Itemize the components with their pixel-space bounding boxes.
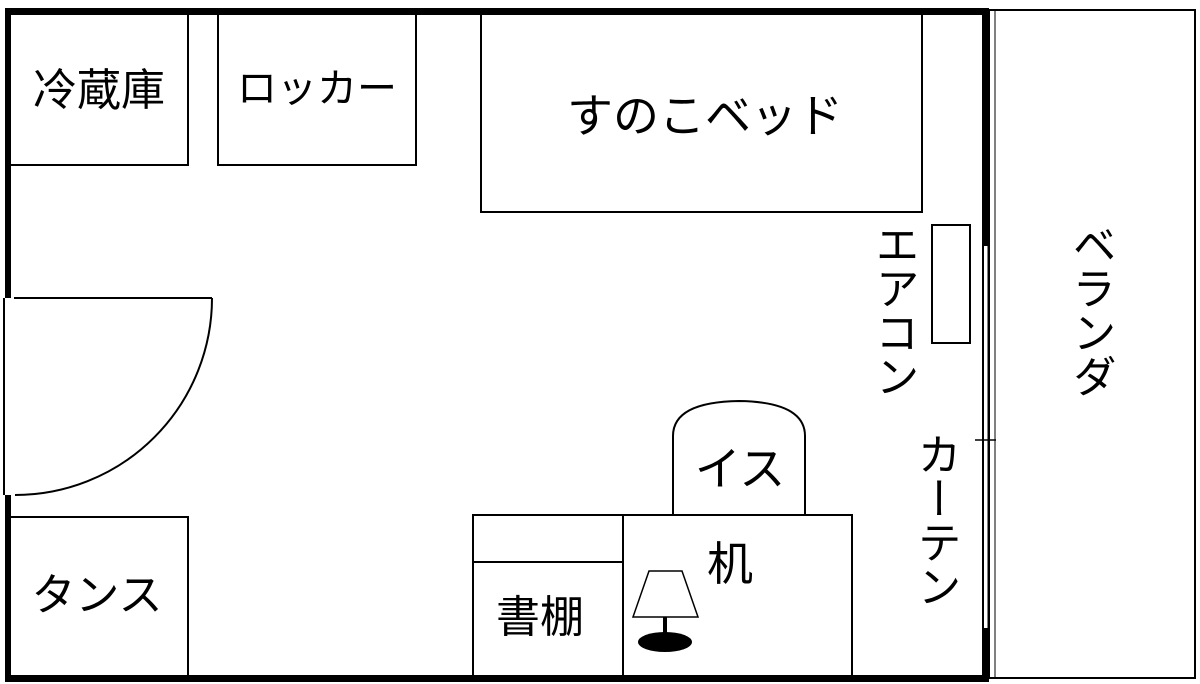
lamp-icon bbox=[631, 570, 700, 652]
door[interactable] bbox=[14, 297, 213, 496]
dresser-label: タンス bbox=[31, 570, 162, 621]
fridge: 冷蔵庫 bbox=[9, 13, 189, 166]
aircon-label: エアコン bbox=[868, 222, 919, 398]
chair: イス bbox=[672, 399, 806, 515]
bed: すのこベッド bbox=[480, 13, 923, 213]
bookshelf: 書棚 bbox=[472, 514, 624, 678]
desk-label: 机 bbox=[707, 537, 753, 591]
locker-label: ロッカー bbox=[237, 66, 397, 112]
desk: 机 bbox=[622, 514, 853, 678]
bookshelf-label: 書棚 bbox=[496, 592, 584, 643]
chair-label: イス bbox=[695, 442, 786, 496]
walls bbox=[3, 8, 996, 682]
curtain-label: カーテン bbox=[910, 432, 961, 608]
bed-label: すのこベッド bbox=[567, 89, 843, 143]
dresser: タンス bbox=[9, 516, 189, 678]
fridge-label: 冷蔵庫 bbox=[33, 65, 165, 116]
veranda: ベランダ bbox=[988, 9, 1196, 679]
veranda-label: ベランダ bbox=[1065, 222, 1116, 398]
aircon: エアコン bbox=[868, 222, 971, 398]
locker: ロッカー bbox=[217, 13, 417, 166]
